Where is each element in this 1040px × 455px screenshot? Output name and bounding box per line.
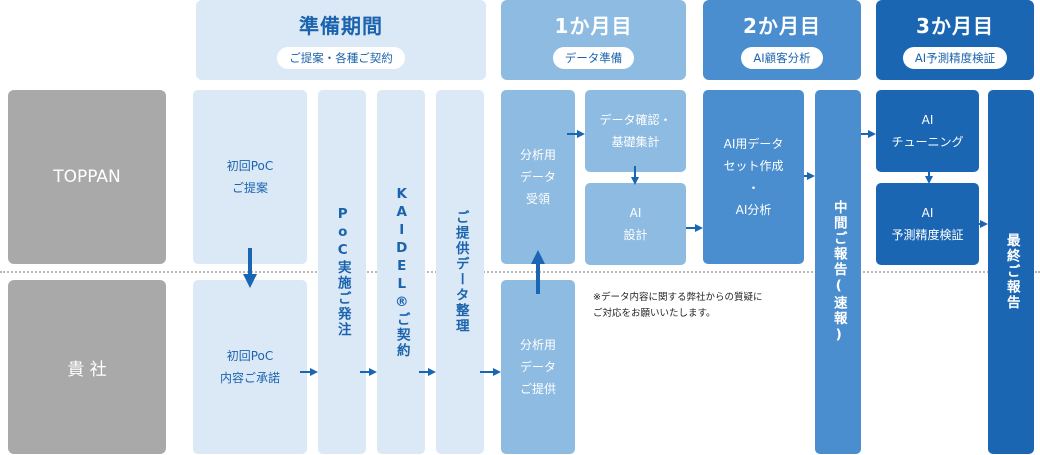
phase-subtitle: データ準備 (552, 47, 635, 69)
box-text: AI用データ セット作成 ・ AI分析 (723, 137, 784, 217)
phase-subtitle: AI顧客分析 (741, 47, 823, 69)
box-text: KAIDEL®ご契約 (393, 185, 410, 359)
phase-subtitle: ご提案・各種ご契約 (277, 47, 405, 69)
box-data-receipt: 分析用 データ 受領 (501, 90, 575, 264)
box-text: AI チューニング (891, 113, 964, 149)
box-text: PoC実施ご発注 (334, 206, 351, 338)
box-text: 最終ご報告 (1003, 233, 1020, 311)
row-label-client-text: 貴 社 (67, 359, 107, 380)
phase-header-month2: 2か月目 AI顧客分析 (703, 0, 861, 80)
phase-title: 準備期間 (299, 14, 383, 38)
row-label-toppan: TOPPAN (8, 90, 166, 264)
box-data-arrangement: ご提供データ整理 (436, 90, 484, 454)
box-text: データ確認・ 基礎集計 (599, 113, 672, 149)
box-text: 分析用 データ 受領 (519, 148, 556, 206)
box-text: AI 予測精度検証 (891, 206, 964, 242)
phase-title: 1か月目 (554, 14, 633, 38)
box-text: 初回PoC ご提案 (226, 159, 274, 195)
box-interim-report: 中間ご報告(速報) (815, 90, 861, 454)
box-data-check: データ確認・ 基礎集計 (585, 90, 686, 172)
box-final-report: 最終ご報告 (988, 90, 1034, 454)
note-text: ※データ内容に関する弊社からの質疑に ご対応をお願いいたします。 (593, 292, 763, 319)
box-ai-dataset: AI用データ セット作成 ・ AI分析 (703, 90, 804, 264)
box-text: ご提供データ整理 (452, 210, 469, 334)
box-text: 初回PoC 内容ご承諾 (219, 349, 280, 385)
box-kaidel-contract: KAIDEL®ご契約 (377, 90, 425, 454)
phase-subtitle: AI予測精度検証 (902, 47, 1008, 69)
phase-header-month1: 1か月目 データ準備 (501, 0, 686, 80)
box-ai-tuning: AI チューニング (876, 90, 979, 172)
box-first-poc-proposal: 初回PoC ご提案 (193, 90, 307, 264)
box-text: 分析用 データ ご提供 (519, 338, 556, 396)
row-divider (0, 271, 1040, 273)
box-ai-accuracy: AI 予測精度検証 (876, 183, 979, 265)
box-poc-order: PoC実施ご発注 (318, 90, 366, 454)
row-label-toppan-text: TOPPAN (53, 167, 121, 187)
phase-title: 2か月目 (743, 14, 821, 38)
box-ai-design: AI 設計 (585, 183, 686, 265)
phase-title: 3か月目 (916, 14, 994, 38)
phase-header-preparation: 準備期間 ご提案・各種ご契約 (196, 0, 486, 80)
box-first-poc-approval: 初回PoC 内容ご承諾 (193, 280, 307, 454)
row-label-client: 貴 社 (8, 280, 166, 454)
box-data-provision: 分析用 データ ご提供 (501, 280, 575, 454)
box-text: 中間ご報告(速報) (830, 199, 847, 345)
phase-header-month3: 3か月目 AI予測精度検証 (876, 0, 1034, 80)
box-text: AI 設計 (623, 206, 648, 242)
